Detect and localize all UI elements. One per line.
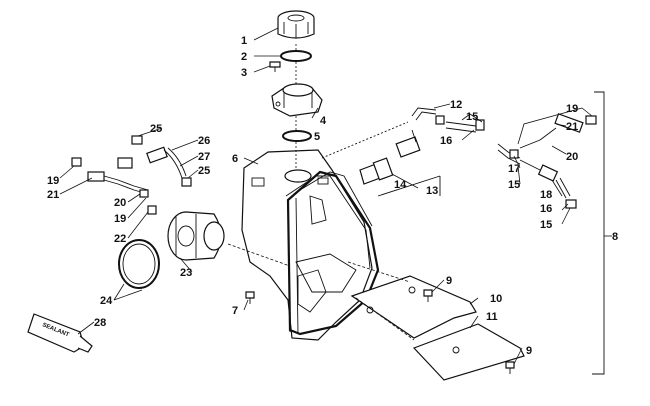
- callout-9-b: 9: [526, 345, 532, 357]
- callout-21-right: 21: [566, 121, 578, 133]
- screw-9-b: [505, 361, 515, 374]
- callout-26: 26: [198, 135, 210, 147]
- callout-21-left: 21: [47, 189, 59, 201]
- fitting-13: [395, 129, 421, 158]
- callout-19-right: 19: [566, 103, 578, 115]
- callout-9-a: 9: [446, 275, 452, 287]
- callout-1: 1: [241, 35, 247, 47]
- callout-24: 24: [100, 295, 113, 307]
- hose-16-15: [445, 119, 485, 133]
- callout-27: 27: [198, 151, 210, 163]
- hose-18-16-15: [519, 159, 577, 209]
- callout-22: 22: [114, 233, 126, 245]
- sealant-tube: SEALANT: [27, 313, 93, 353]
- bracket-8: [592, 91, 605, 375]
- callout-15-c: 15: [540, 219, 552, 231]
- callout-25-a: 25: [150, 123, 162, 135]
- callout-25-b: 25: [198, 165, 210, 177]
- fitting-19: [71, 157, 82, 167]
- callout-15-b: 15: [508, 179, 520, 191]
- hose-20-21: [87, 157, 149, 195]
- callout-8: 8: [612, 231, 618, 243]
- pump-assembly: [167, 211, 225, 261]
- callout-4: 4: [320, 115, 327, 127]
- callout-17: 17: [508, 163, 520, 175]
- callout-14: 14: [394, 179, 407, 191]
- plate-10: [350, 275, 477, 339]
- callout-11: 11: [486, 311, 498, 323]
- callout-2: 2: [241, 51, 247, 63]
- callout-5: 5: [314, 131, 320, 143]
- fitting-25-b: [181, 177, 192, 187]
- callout-19-left: 19: [47, 175, 59, 187]
- callout-16-a: 16: [440, 135, 452, 147]
- callout-6: 6: [232, 153, 238, 165]
- fitting-25-a: [131, 135, 143, 145]
- screw-3: [269, 61, 281, 72]
- callout-20-right: 20: [566, 151, 578, 163]
- hose-26-27: [146, 146, 187, 179]
- callout-23: 23: [180, 267, 192, 279]
- callout-3: 3: [241, 67, 247, 79]
- neck-o-ring: [282, 130, 312, 142]
- callout-28: 28: [94, 317, 106, 329]
- fitting-19-20: [139, 189, 149, 198]
- screw-9-a: [423, 289, 433, 302]
- filler-neck: [271, 83, 323, 117]
- plate-11: [412, 323, 525, 381]
- leader-lines: [59, 27, 612, 365]
- pump-o-ring: [118, 239, 160, 289]
- bolt-22: [147, 205, 157, 215]
- sensor-14: [359, 157, 394, 185]
- callout-7: 7: [232, 305, 238, 317]
- callout-19-mid: 19: [114, 213, 126, 225]
- tank-gasket: [286, 170, 380, 336]
- callout-12: 12: [450, 99, 462, 111]
- callout-16-b: 16: [540, 203, 552, 215]
- callout-15-a: 15: [466, 111, 478, 123]
- screw-7: [245, 291, 255, 304]
- cap-o-ring: [280, 50, 312, 62]
- callout-18: 18: [540, 189, 552, 201]
- callout-10: 10: [490, 293, 502, 305]
- callout-labels: 1 2 3 4 5 6 7 8 9 9 10 11 12 13 14 15 15…: [47, 35, 618, 357]
- hose-12: [411, 107, 445, 125]
- hose-21-20: [519, 113, 597, 149]
- callout-13: 13: [426, 185, 438, 197]
- oil-tank: [241, 149, 373, 341]
- filler-cap: [277, 10, 315, 39]
- hose-17: [497, 143, 521, 165]
- callout-20-left: 20: [114, 197, 126, 209]
